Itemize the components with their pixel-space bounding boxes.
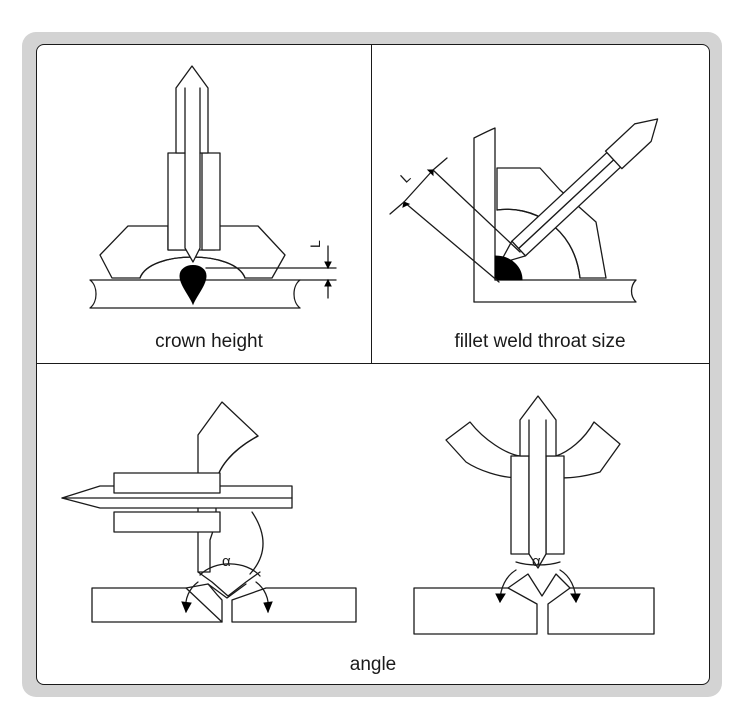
fillet-weld bbox=[494, 255, 523, 281]
crown-height-illustration: L bbox=[89, 65, 337, 309]
crown-weld-bead bbox=[179, 265, 207, 306]
horizontal-divider bbox=[36, 363, 710, 365]
crown-slider-right bbox=[201, 152, 221, 251]
fillet-throat-illustration: L bbox=[389, 118, 659, 303]
angle-right-gauge-wings bbox=[445, 421, 521, 479]
crown-dimension-label: L bbox=[307, 240, 323, 248]
fillet-vertical-plate bbox=[473, 127, 496, 303]
angle-right-slider-right bbox=[545, 455, 565, 555]
crown-height-caption: crown height bbox=[155, 331, 263, 352]
angle-caption: angle bbox=[349, 654, 397, 675]
angle-left-label: α bbox=[222, 553, 231, 570]
angle-right-slider-left bbox=[510, 455, 530, 555]
angle-right-plate bbox=[413, 587, 538, 635]
angle-right-illustration: α bbox=[413, 395, 655, 635]
angle-right-label: α bbox=[532, 553, 541, 570]
angle-left-illustration: α bbox=[61, 401, 357, 623]
vertical-divider bbox=[371, 44, 373, 363]
fillet-dimension-label: L bbox=[397, 169, 414, 186]
fillet-throat-caption: fillet weld throat size bbox=[454, 331, 626, 352]
crown-slider-left bbox=[167, 152, 187, 251]
diagram-panel bbox=[36, 44, 710, 685]
angle-left-plate bbox=[91, 587, 223, 623]
crown-plate bbox=[89, 279, 301, 309]
fillet-horizontal-plate bbox=[473, 279, 637, 303]
